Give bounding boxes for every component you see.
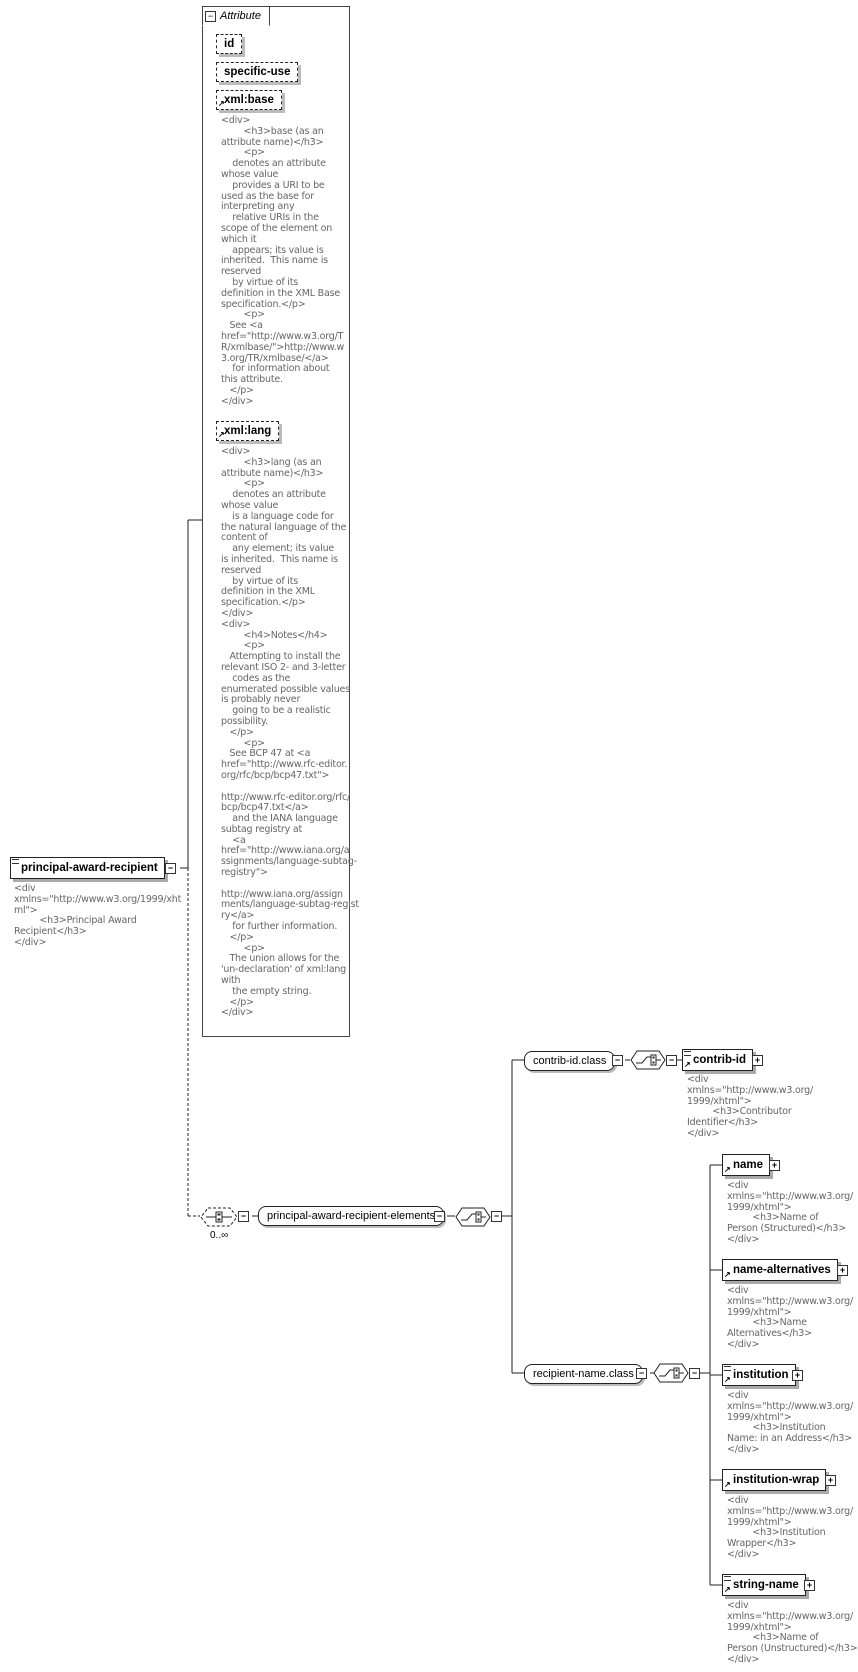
attribute-xml-lang[interactable]: ↗ xml:lang xyxy=(216,421,280,441)
arrow-icon: ↗ xyxy=(218,430,225,439)
attribute-specific-use[interactable]: specific-use xyxy=(216,62,299,82)
plus-box-icon[interactable]: + xyxy=(752,1055,763,1066)
xml-lang-documentation: <div> <h3>lang (as an attribute name)</h… xyxy=(221,446,359,1019)
arrow-icon: ↗ xyxy=(218,99,225,108)
plus-box-icon[interactable]: + xyxy=(769,1160,780,1171)
occurrence-label: 0..∞ xyxy=(210,1230,229,1241)
minus-box-icon[interactable]: − xyxy=(689,1368,700,1379)
plus-box-icon[interactable]: + xyxy=(825,1475,836,1486)
contrib-id-documentation: <div xmlns="http://www.w3.org/ 1999/xhtm… xyxy=(687,1074,813,1139)
arrow-icon: ↗ xyxy=(684,1060,691,1069)
element-string-name[interactable]: ↗ string-name xyxy=(722,1574,806,1596)
minus-box-icon[interactable]: − xyxy=(434,1211,445,1222)
string-name-documentation: <div xmlns="http://www.w3.org/ 1999/xhtm… xyxy=(727,1600,858,1665)
plus-box-icon[interactable]: + xyxy=(792,1370,803,1381)
plus-box-icon[interactable]: + xyxy=(837,1265,848,1276)
sequence-icon xyxy=(200,1207,238,1227)
plus-box-icon[interactable]: + xyxy=(804,1580,815,1591)
arrow-icon: ↗ xyxy=(724,1585,731,1594)
element-marker-icon xyxy=(12,859,19,864)
arrow-icon: ↗ xyxy=(724,1270,731,1279)
attribute-id[interactable]: id xyxy=(216,34,243,54)
minus-box-icon[interactable]: − xyxy=(238,1211,249,1222)
element-marker-icon xyxy=(684,1051,691,1056)
arrow-icon: ↗ xyxy=(724,1165,731,1174)
element-name-alternatives[interactable]: ↗ name-alternatives xyxy=(722,1259,838,1281)
element-institution-wrap[interactable]: ↗ institution-wrap xyxy=(722,1469,827,1491)
name-documentation: <div xmlns="http://www.w3.org/ 1999/xhtm… xyxy=(727,1180,853,1245)
name-alternatives-documentation: <div xmlns="http://www.w3.org/ 1999/xhtm… xyxy=(727,1285,853,1350)
arrow-icon: ↗ xyxy=(724,1480,731,1489)
element-marker-icon xyxy=(724,1366,731,1371)
attribute-xml-base[interactable]: ↗ xml:base xyxy=(216,90,282,110)
choice-compositor[interactable] xyxy=(630,1050,666,1070)
choice-compositor[interactable] xyxy=(653,1363,689,1383)
group-contrib-id-class[interactable]: contrib-id.class xyxy=(524,1051,616,1071)
element-marker-icon xyxy=(724,1576,731,1581)
attribute-panel xyxy=(202,6,350,1037)
root-documentation: <div xmlns="http://www.w3.org/1999/xht m… xyxy=(14,883,182,948)
group-recipient-name-class[interactable]: recipient-name.class xyxy=(524,1364,643,1384)
group-principal-award-recipient-elements[interactable]: principal-award-recipient-elements xyxy=(258,1206,445,1226)
choice-compositor[interactable] xyxy=(455,1207,491,1227)
minus-box-icon[interactable]: − xyxy=(205,10,216,22)
element-name[interactable]: ↗ name xyxy=(722,1154,771,1176)
element-contrib-id[interactable]: ↗ contrib-id xyxy=(682,1049,754,1071)
institution-documentation: <div xmlns="http://www.w3.org/ 1999/xhtm… xyxy=(727,1390,853,1455)
minus-box-icon[interactable]: − xyxy=(491,1211,502,1222)
minus-box-icon[interactable]: − xyxy=(666,1055,677,1066)
minus-box-icon[interactable]: − xyxy=(612,1055,623,1066)
root-element-principal-award-recipient[interactable]: principal-award-recipient xyxy=(10,857,165,879)
element-institution[interactable]: ↗ institution xyxy=(722,1364,796,1386)
xml-base-documentation: <div> <h3>base (as an attribute name)</h… xyxy=(221,115,345,407)
institution-wrap-documentation: <div xmlns="http://www.w3.org/ 1999/xhtm… xyxy=(727,1495,853,1560)
sequence-compositor[interactable] xyxy=(200,1207,238,1227)
choice-icon xyxy=(455,1207,491,1227)
choice-icon xyxy=(630,1050,666,1070)
attribute-panel-header[interactable]: − Attribute xyxy=(202,6,270,26)
minus-box-icon[interactable]: − xyxy=(636,1368,647,1379)
attribute-panel-title: Attribute xyxy=(220,10,261,22)
choice-icon xyxy=(653,1363,689,1383)
minus-box-icon[interactable]: − xyxy=(165,863,176,874)
arrow-icon: ↗ xyxy=(724,1375,731,1384)
